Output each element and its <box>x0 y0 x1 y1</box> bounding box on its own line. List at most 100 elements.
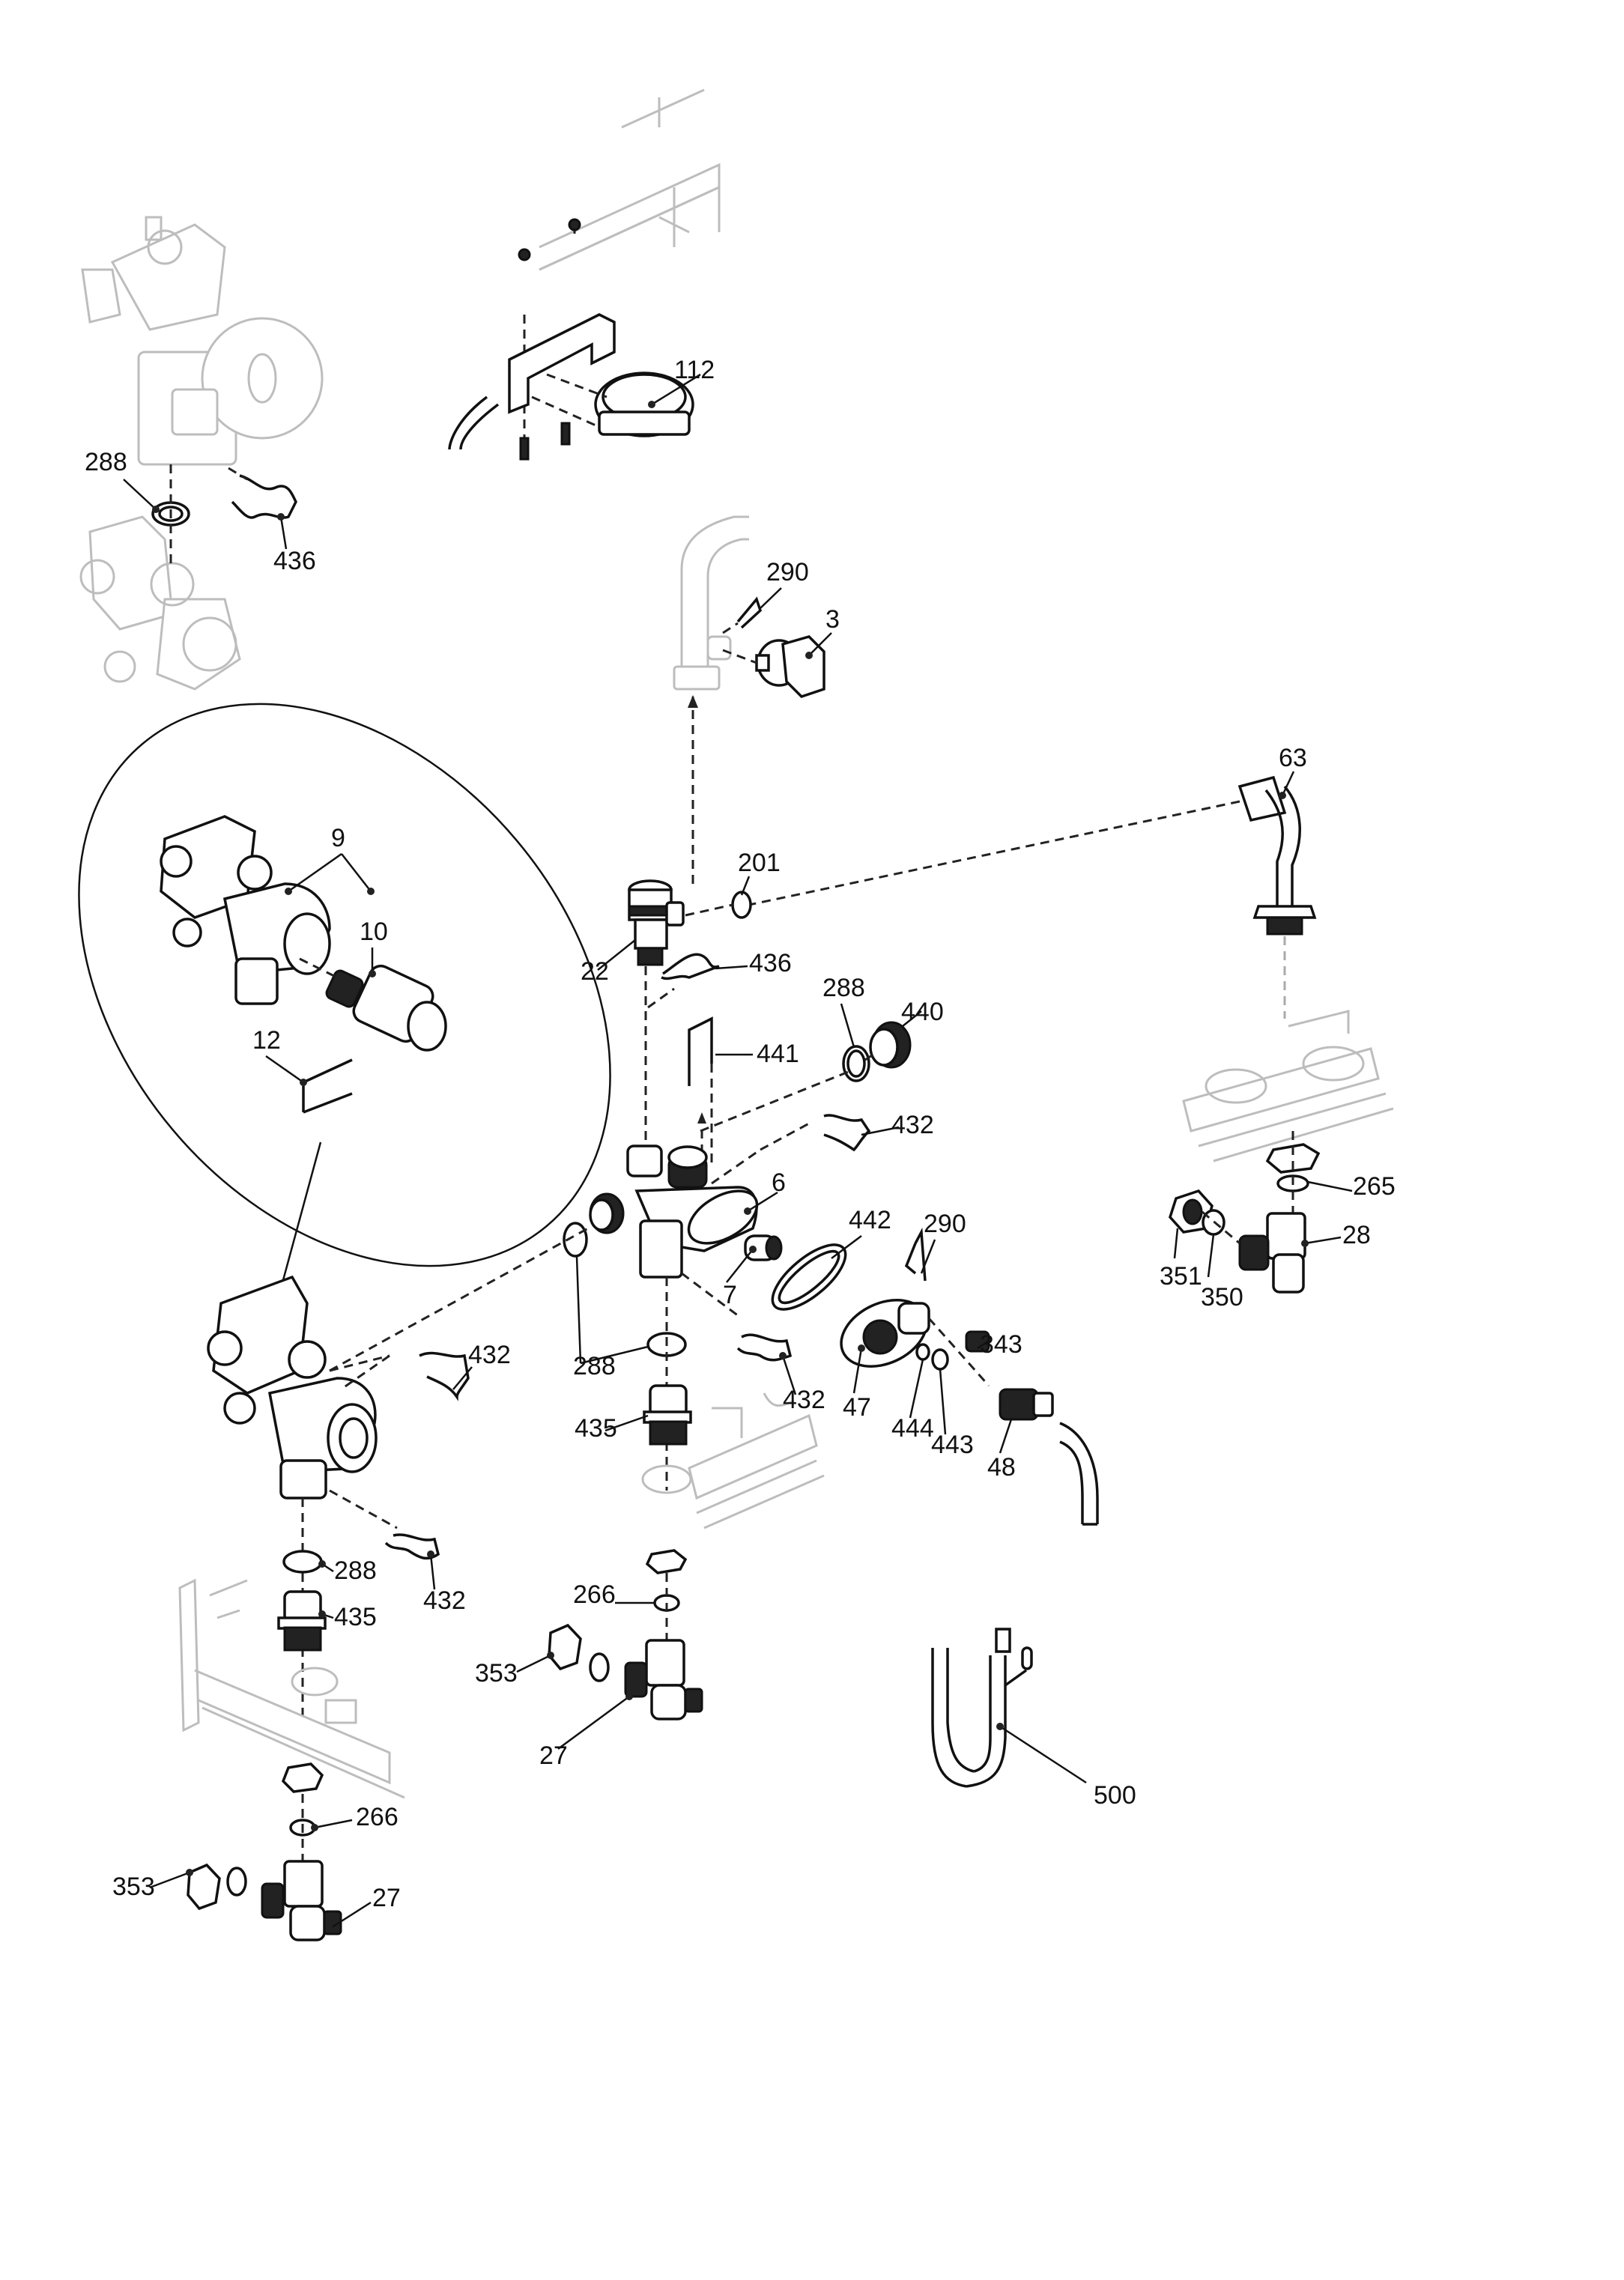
part-label-343: 343 <box>980 1330 1022 1359</box>
connection-432-mid <box>711 1148 761 1185</box>
part-435-left-fitting <box>277 1590 327 1652</box>
part-label-432-lower: 432 <box>423 1586 466 1615</box>
leader-line-432-left <box>452 1366 473 1390</box>
leader-dot-353-left <box>186 1869 193 1876</box>
leader-line-63 <box>1281 771 1295 796</box>
connection-63-201 <box>748 800 1240 906</box>
part-266-center-nut-washer <box>645 1549 688 1648</box>
leader-dot-9 <box>285 888 292 895</box>
part-label-435-center: 435 <box>575 1414 617 1443</box>
leader-line-353-left <box>149 1871 190 1889</box>
part-12-clip <box>302 1058 353 1114</box>
part-435-center-fitting <box>643 1384 692 1446</box>
leader-dot-432-lower <box>427 1550 434 1558</box>
part-label-442: 442 <box>849 1206 891 1234</box>
part-353-left-nut <box>187 1863 247 1911</box>
leader-line-288-top <box>123 479 157 510</box>
part-353-center-nut <box>548 1623 610 1682</box>
leader-dot-6 <box>744 1207 751 1215</box>
part-28-valve <box>1238 1212 1306 1294</box>
part-9-valve-body-detail <box>160 815 331 1005</box>
connection-manifold-288 <box>700 1070 851 1133</box>
leader-line-432-center <box>781 1355 797 1395</box>
part-label-27-left: 27 <box>372 1884 401 1912</box>
part-441-clip <box>688 1016 713 1086</box>
connection-assembly-manifold <box>329 1227 589 1372</box>
leader-line-265 <box>1307 1180 1353 1192</box>
part-label-47: 47 <box>843 1393 871 1422</box>
leader-line-3 <box>808 632 832 656</box>
leader-dot-500 <box>996 1723 1004 1730</box>
leader-line-351 <box>1173 1228 1179 1259</box>
part-288-left-lower-oring <box>282 1550 323 1574</box>
part-label-9: 9 <box>331 824 345 852</box>
part-label-353-left: 353 <box>112 1873 155 1901</box>
part-label-500: 500 <box>1094 1781 1136 1810</box>
part-10-cartridge <box>299 957 447 1052</box>
part-6-manifold <box>589 1144 759 1279</box>
leader-dot-353-center <box>547 1652 554 1659</box>
part-label-12: 12 <box>252 1026 281 1055</box>
leader-line-290-top <box>760 587 782 609</box>
leader-line-9 <box>341 853 372 892</box>
part-432-center-clip <box>736 1333 793 1362</box>
part-label-266-center: 266 <box>573 1580 616 1609</box>
part-436-top-clip <box>228 467 297 519</box>
connection-432-lower <box>329 1489 398 1529</box>
part-label-350: 350 <box>1201 1283 1243 1312</box>
leader-line-48 <box>999 1419 1013 1454</box>
part-201-washer <box>685 891 752 919</box>
detail-callout-leader <box>279 1141 322 1289</box>
leader-line-343 <box>977 1339 990 1350</box>
arrow-up-icon <box>697 1112 706 1124</box>
leader-dot-266-left <box>311 1824 318 1831</box>
part-500-cable <box>931 1628 1033 1788</box>
leader-line-432-lower <box>429 1553 436 1590</box>
part-label-266-left: 266 <box>356 1803 399 1831</box>
part-label-288-mid: 288 <box>822 974 865 1002</box>
leader-line-9 <box>288 852 342 893</box>
part-label-10: 10 <box>360 918 388 946</box>
leader-dot-432-center <box>779 1352 787 1359</box>
part-9-valve-body-assembly <box>207 1275 378 1500</box>
leader-dot-27-center <box>625 1693 633 1700</box>
leader-line-350 <box>1207 1234 1215 1278</box>
part-label-288-left: 288 <box>334 1556 377 1585</box>
part-label-6: 6 <box>772 1168 786 1197</box>
leader-line-444 <box>909 1359 924 1419</box>
leader-dot-9 <box>367 888 375 895</box>
leader-dot-436-top <box>277 513 285 521</box>
ghost-pump <box>81 216 324 466</box>
part-label-3: 3 <box>825 605 840 634</box>
part-3-pressure-switch <box>722 635 825 699</box>
part-288-top-oring <box>151 464 190 569</box>
part-label-27-center: 27 <box>539 1741 568 1770</box>
part-432-left-clip <box>419 1351 470 1401</box>
part-290-top-clip <box>722 596 763 634</box>
part-label-28: 28 <box>1342 1221 1371 1249</box>
part-label-351: 351 <box>1160 1262 1202 1291</box>
ghost-frame-right <box>1182 1010 1394 1162</box>
leader-line-443 <box>939 1368 947 1435</box>
part-label-353-center: 353 <box>475 1659 518 1688</box>
leader-line-288-center <box>580 1345 649 1365</box>
ghost-pipe-top <box>673 515 749 691</box>
leader-line-266-left <box>314 1819 353 1829</box>
leader-dot-10 <box>369 970 376 977</box>
leader-line-500 <box>999 1725 1087 1784</box>
leader-line-112 <box>651 373 701 406</box>
part-label-443: 443 <box>931 1431 974 1459</box>
part-266-left-nut-washer <box>281 1762 324 1865</box>
leader-line-435-center <box>605 1414 649 1432</box>
part-443-washer <box>931 1348 949 1371</box>
part-label-432-left: 432 <box>468 1341 511 1369</box>
leader-line-353-center <box>516 1654 551 1673</box>
leader-dot-63 <box>1279 792 1286 799</box>
leader-line-6 <box>747 1191 778 1213</box>
part-label-290-mid: 290 <box>924 1210 966 1238</box>
part-label-290-top: 290 <box>766 558 809 586</box>
part-label-63: 63 <box>1279 744 1307 772</box>
detail-callout-ellipse <box>78 703 611 1267</box>
leader-line-288-center <box>575 1256 582 1364</box>
